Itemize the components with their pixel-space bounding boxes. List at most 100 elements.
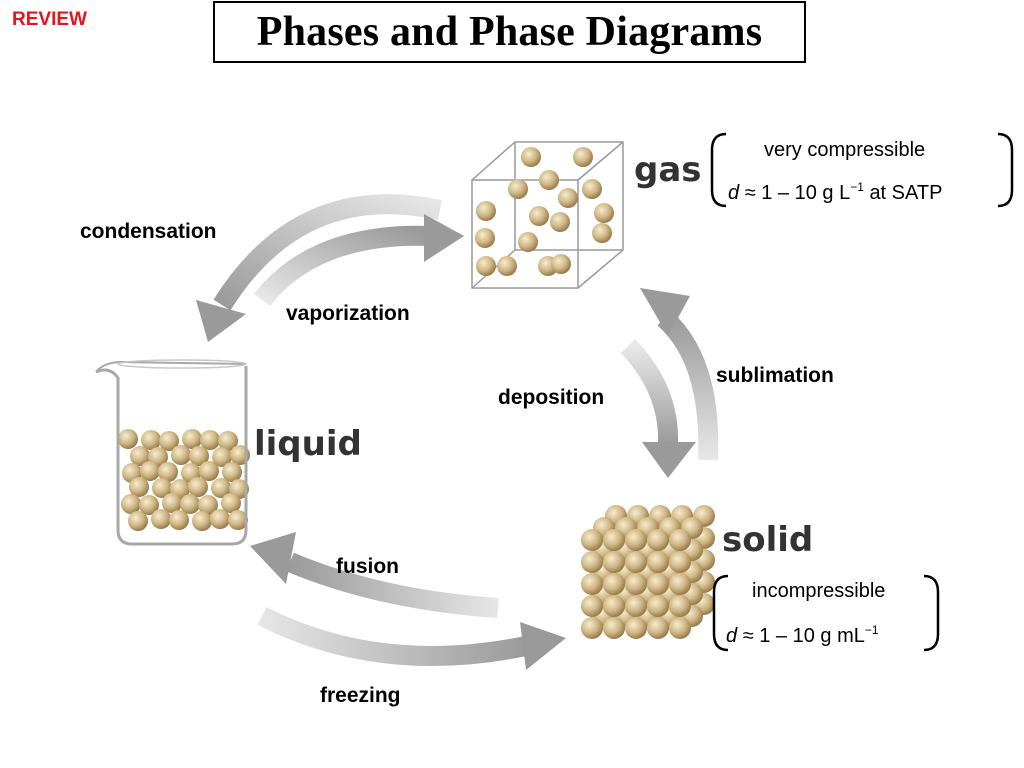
- solid-particle: [647, 595, 669, 617]
- solid-density: d ≈ 1 – 10 g mL−1: [726, 623, 879, 648]
- solid-particle: [669, 617, 691, 639]
- fusion-arrow: [250, 532, 499, 618]
- liquid-particle: [139, 495, 159, 515]
- solid-properties-bracket: [712, 574, 940, 652]
- liquid-particle: [188, 477, 208, 497]
- gas-particle: [594, 203, 614, 223]
- sublimation-arrow: [640, 288, 719, 461]
- liquid-particle: [118, 429, 138, 449]
- liquid-particle: [199, 461, 219, 481]
- liquid-particle: [121, 494, 141, 514]
- liquid-particle: [128, 511, 148, 531]
- solid-density-symbol: d: [726, 625, 738, 647]
- solid-particle: [625, 617, 647, 639]
- solid-particle: [603, 529, 625, 551]
- gas-particle: [551, 254, 571, 274]
- liquid-particle: [221, 493, 241, 513]
- liquid-particle: [211, 478, 231, 498]
- solid-particle: [669, 595, 691, 617]
- gas-particle: [529, 206, 549, 226]
- sublimation-label: sublimation: [716, 364, 834, 387]
- solid-particle: [581, 595, 603, 617]
- solid-particle: [647, 551, 669, 573]
- gas-particle: [582, 179, 602, 199]
- solid-label: solid: [722, 520, 814, 560]
- solid-compressibility: incompressible: [752, 580, 886, 602]
- solid-density-exponent: −1: [864, 623, 879, 637]
- liquid-particle: [189, 446, 209, 466]
- liquid-particle: [158, 462, 178, 482]
- liquid-particle: [228, 510, 248, 530]
- gas-particle: [592, 223, 612, 243]
- title-box: Phases and Phase Diagrams: [213, 1, 806, 63]
- gas-particle: [521, 147, 541, 167]
- gas-particle: [508, 179, 528, 199]
- page-title: Phases and Phase Diagrams: [256, 9, 763, 55]
- liquid-particle: [130, 446, 150, 466]
- liquid-particle: [140, 461, 160, 481]
- gas-label: gas: [634, 150, 702, 190]
- gas-particle: [475, 228, 495, 248]
- liquid-particle: [169, 510, 189, 530]
- liquid-particle: [218, 431, 238, 451]
- gas-particle: [573, 147, 593, 167]
- solid-particle: [669, 573, 691, 595]
- liquid-particle: [182, 429, 202, 449]
- vaporization-label: vaporization: [286, 302, 410, 325]
- solid-particles: [581, 505, 715, 639]
- gas-particle: [497, 256, 517, 276]
- solid-particle: [603, 573, 625, 595]
- solid-particle: [581, 551, 603, 573]
- liquid-particle: [192, 511, 212, 531]
- solid-particle: [647, 617, 669, 639]
- liquid-particle: [180, 494, 200, 514]
- gas-particles: [475, 147, 614, 276]
- liquid-particles: [118, 429, 250, 531]
- gas-particle: [550, 212, 570, 232]
- solid-density-range: ≈ 1 – 10 g mL: [742, 625, 865, 647]
- deposition-arrow: [620, 339, 696, 478]
- condensation-label: condensation: [80, 220, 217, 243]
- freezing-arrow: [257, 607, 566, 670]
- liquid-label: liquid: [254, 424, 362, 464]
- solid-particle: [669, 529, 691, 551]
- gas-density-condition: at SATP: [869, 182, 943, 204]
- solid-particle: [603, 551, 625, 573]
- liquid-particle: [200, 430, 220, 450]
- liquid-particle: [129, 477, 149, 497]
- solid-particle: [647, 573, 669, 595]
- gas-density-symbol: d: [728, 182, 740, 204]
- gas-particle: [476, 256, 496, 276]
- gas-particle: [539, 170, 559, 190]
- solid-particle: [647, 529, 669, 551]
- liquid-particle: [141, 430, 161, 450]
- gas-particle: [558, 188, 578, 208]
- freezing-label: freezing: [320, 684, 401, 707]
- solid-particle: [581, 529, 603, 551]
- gas-properties-bracket: [710, 132, 1014, 208]
- fusion-label: fusion: [336, 555, 399, 578]
- solid-particle: [625, 573, 647, 595]
- liquid-particle: [152, 478, 172, 498]
- gas-density-exponent: −1: [850, 180, 864, 194]
- liquid-particle: [222, 462, 242, 482]
- liquid-particle: [198, 495, 218, 515]
- liquid-particle: [212, 447, 232, 467]
- gas-density-range: ≈ 1 – 10 g L: [744, 182, 851, 204]
- solid-particle: [581, 617, 603, 639]
- liquid-particle: [151, 509, 171, 529]
- liquid-particle: [162, 493, 182, 513]
- solid-particle: [669, 551, 691, 573]
- gas-density: d ≈ 1 – 10 g L−1 at SATP: [728, 180, 943, 205]
- gas-particle: [476, 201, 496, 221]
- liquid-particle: [171, 445, 191, 465]
- condensation-arrow: [196, 194, 443, 342]
- liquid-particle: [210, 509, 230, 529]
- solid-particle: [625, 595, 647, 617]
- gas-compressibility: very compressible: [764, 139, 926, 161]
- vaporization-arrow: [254, 214, 464, 307]
- solid-particle: [625, 529, 647, 551]
- solid-particle: [581, 573, 603, 595]
- deposition-label: deposition: [498, 386, 605, 409]
